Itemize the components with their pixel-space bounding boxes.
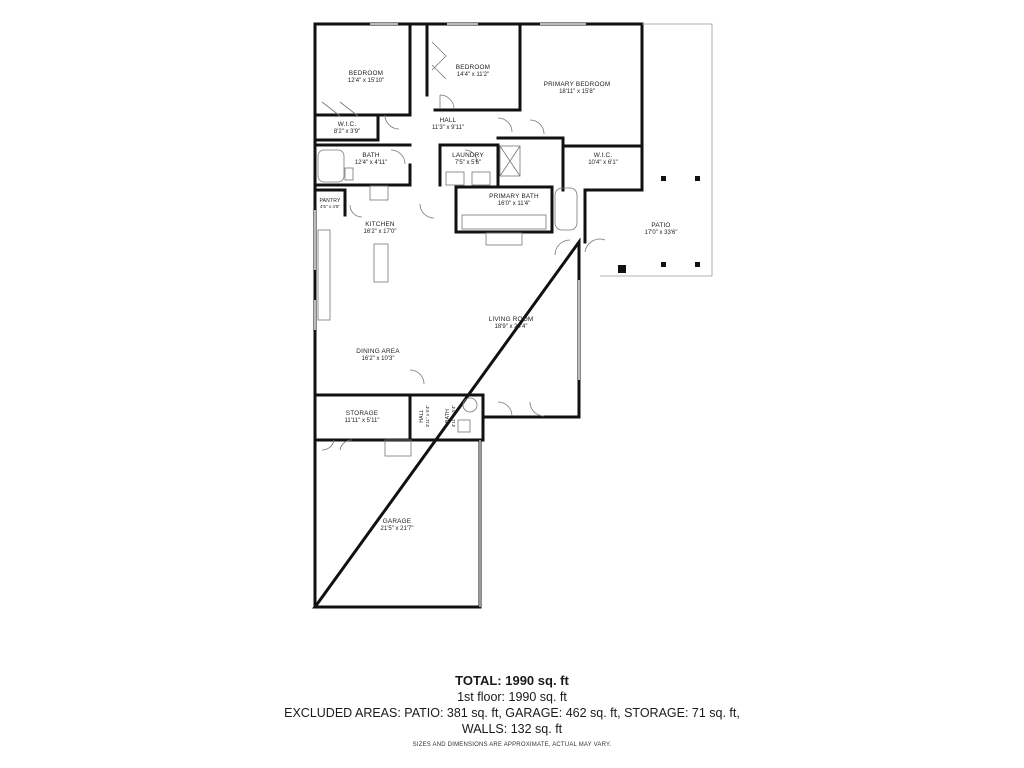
- wall-primary-south: [496, 136, 644, 148]
- door-arc: [464, 149, 478, 163]
- door-arc: [497, 401, 545, 417]
- window: [314, 23, 586, 380]
- door-arc: [349, 204, 363, 218]
- exterior-wall: [313, 22, 644, 192]
- walls-area: WALLS: 132 sq. ft: [461, 722, 563, 736]
- total-area: TOTAL: 1990 sq. ft: [455, 673, 569, 688]
- primary-tub: [554, 187, 578, 231]
- room-label-wic-left: W.I.C.8'2" x 3'9": [333, 121, 361, 135]
- wall-laundry: [438, 143, 500, 187]
- patio-post: [661, 262, 666, 267]
- patio-column: [618, 265, 626, 273]
- vanity: [461, 214, 547, 230]
- shower: [499, 145, 521, 177]
- door-arc: [554, 238, 606, 256]
- kitchen-counter: [317, 229, 331, 321]
- wall-bath-bottom: [313, 163, 412, 187]
- wall-primary-bath: [454, 185, 554, 234]
- kitchen-island: [373, 243, 389, 283]
- door-arc: [384, 114, 400, 130]
- patio-post: [695, 176, 700, 181]
- wall-pantry: [313, 188, 347, 217]
- door-arc: [390, 149, 406, 165]
- closet-doors: [321, 101, 359, 117]
- exterior-wall-east: [312, 188, 587, 609]
- door-arc: [439, 94, 455, 110]
- toilet: [344, 167, 354, 181]
- area-summary: TOTAL: 1990 sq. ft 1st floor: 1990 sq. f…: [0, 672, 1024, 737]
- patio-outline: [600, 23, 713, 277]
- door-arc: [321, 439, 353, 451]
- wall-half-bath: [408, 393, 485, 419]
- excluded-areas: EXCLUDED AREAS: PATIO: 381 sq. ft, GARAG…: [284, 706, 740, 720]
- storage-unit: [384, 439, 412, 457]
- door-arc: [497, 117, 513, 133]
- fireplace: [485, 232, 523, 246]
- closet-doors: [431, 41, 447, 80]
- wall-wic-left: [313, 113, 380, 142]
- floor-area: 1st floor: 1990 sq. ft: [457, 690, 567, 704]
- half-bath-toilet: [457, 419, 471, 433]
- room-label-wic-right: W.I.C.10'4" x 6'1": [588, 152, 618, 166]
- door-arc: [419, 203, 435, 219]
- dryer: [471, 171, 491, 186]
- door-arc: [409, 369, 425, 385]
- disclaimer: SIZES AND DIMENSIONS ARE APPROXIMATE, AC…: [412, 742, 612, 748]
- door-arc: [529, 119, 545, 135]
- kitchen-stove: [369, 185, 389, 201]
- patio-post: [661, 176, 666, 181]
- bathtub: [317, 149, 345, 183]
- patio-post: [695, 262, 700, 267]
- washer: [445, 171, 465, 186]
- floor-plan: [312, 22, 713, 609]
- half-bath-sink: [462, 397, 478, 413]
